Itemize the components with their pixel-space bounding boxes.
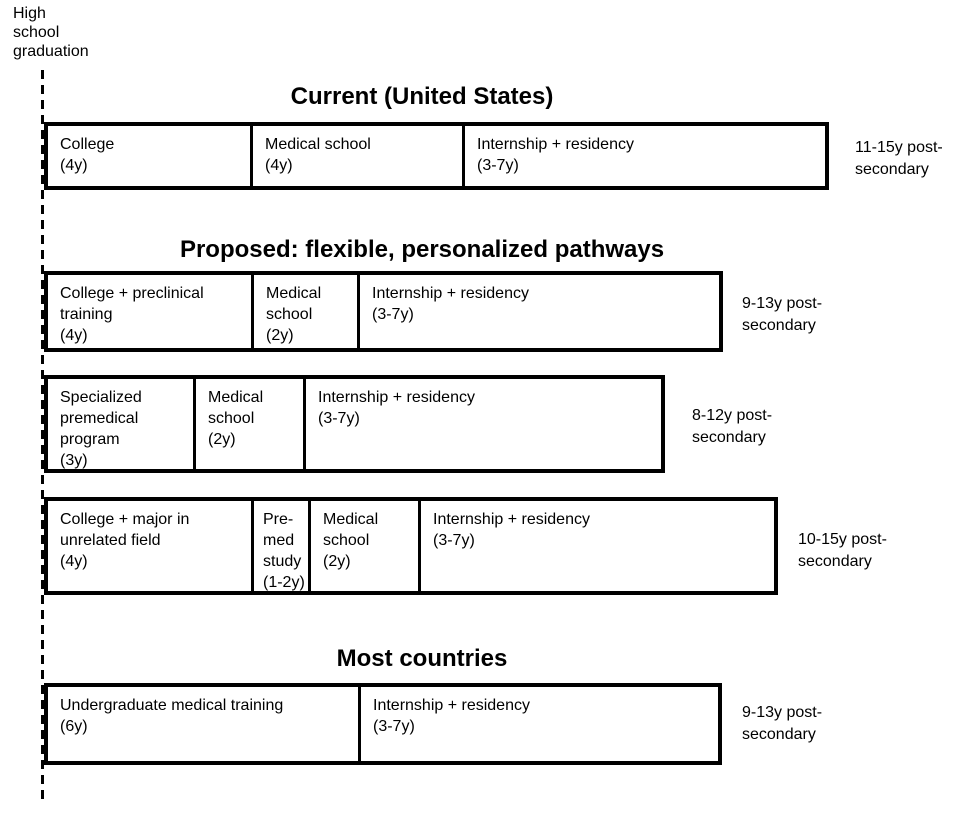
section-title-most-countries: Most countries: [336, 645, 508, 672]
stage-label: Specialized premedical program (3y): [60, 389, 142, 469]
duration-label-proposed-specialized: 8-12y post- secondary: [692, 407, 773, 446]
pathway-stage-cell: Internship + residency (3-7y): [360, 275, 719, 348]
duration-label-proposed-unrelated-major: 10-15y post- secondary: [798, 531, 887, 570]
high-school-graduation-label: High school graduation: [13, 5, 89, 60]
pathway-stage-cell: Pre- med study (1-2y): [254, 501, 311, 591]
stage-label: Medical school (4y): [265, 136, 371, 174]
pathway-bar-proposed-unrelated-major: College + major in unrelated field (4y) …: [44, 497, 778, 595]
high-school-graduation-dashed-line: [41, 70, 44, 805]
stage-label: Undergraduate medical training (6y): [60, 697, 284, 735]
pathway-bar-current-us: College (4y) Medical school (4y) Interns…: [44, 122, 829, 190]
pathway-stage-cell: College + major in unrelated field (4y): [48, 501, 254, 591]
duration-label-proposed-preclinical: 9-13y post- secondary: [742, 295, 823, 334]
pathway-stage-cell: College + preclinical training (4y): [48, 275, 254, 348]
pathway-stage-cell: Specialized premedical program (3y): [48, 379, 196, 469]
stage-label: Internship + residency (3-7y): [433, 511, 590, 549]
pathway-stage-cell: Internship + residency (3-7y): [465, 126, 825, 186]
pathway-stage-cell: Internship + residency (3-7y): [421, 501, 774, 591]
pathway-stage-cell: Medical school (2y): [254, 275, 360, 348]
pathway-stage-cell: Medical school (4y): [253, 126, 465, 186]
stage-label: Internship + residency (3-7y): [477, 136, 634, 174]
pathway-bar-proposed-preclinical: College + preclinical training (4y) Medi…: [44, 271, 723, 352]
stage-label: Internship + residency (3-7y): [373, 697, 530, 735]
duration-label-current-us: 11-15y post- secondary: [855, 139, 943, 178]
stage-label: College + major in unrelated field (4y): [60, 511, 190, 570]
pathway-stage-cell: Internship + residency (3-7y): [306, 379, 661, 469]
pathway-stage-cell: Medical school (2y): [196, 379, 306, 469]
stage-label: Medical school (2y): [266, 285, 322, 344]
stage-label: College (4y): [60, 136, 115, 174]
pathway-bar-proposed-specialized: Specialized premedical program (3y) Medi…: [44, 375, 665, 473]
pathway-stage-cell: College (4y): [48, 126, 253, 186]
pathway-stage-cell: Undergraduate medical training (6y): [48, 687, 361, 761]
stage-label: Pre- med study (1-2y): [263, 511, 305, 591]
stage-label: Internship + residency (3-7y): [372, 285, 529, 323]
stage-label: Internship + residency (3-7y): [318, 389, 475, 427]
stage-label: Medical school (2y): [208, 389, 264, 448]
pathway-stage-cell: Internship + residency (3-7y): [361, 687, 718, 761]
stage-label: Medical school (2y): [323, 511, 379, 570]
stage-label: College + preclinical training (4y): [60, 285, 204, 344]
section-title-current-us: Current (United States): [290, 83, 554, 110]
pathway-stage-cell: Medical school (2y): [311, 501, 421, 591]
pathway-bar-most-countries: Undergraduate medical training (6y) Inte…: [44, 683, 722, 765]
section-title-proposed: Proposed: flexible, personalized pathway…: [179, 236, 665, 263]
duration-label-most-countries: 9-13y post- secondary: [742, 704, 823, 743]
